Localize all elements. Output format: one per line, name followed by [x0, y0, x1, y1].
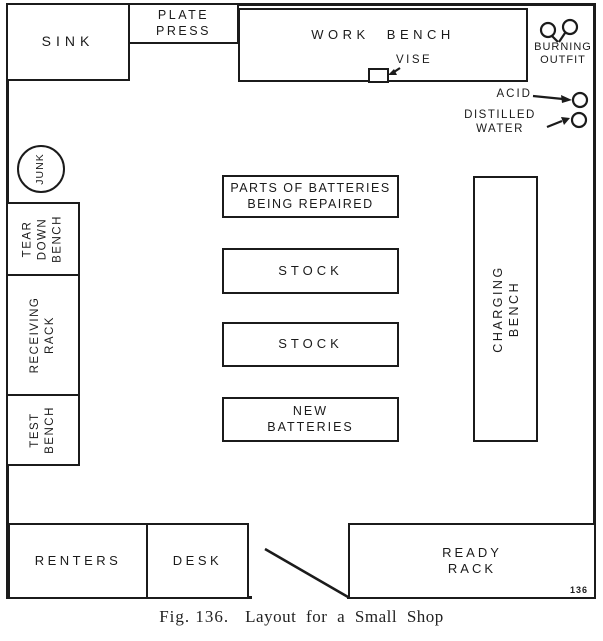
plate-press-box: PLATE PRESS [128, 3, 239, 44]
wall-right [593, 3, 596, 599]
charging-bench-label: CHARGING BENCH [490, 265, 521, 353]
ready-rack-box: READY RACK 136 [348, 523, 596, 599]
door-swing-line [264, 547, 349, 599]
plate-number: 136 [569, 585, 588, 595]
acid-bottle-icon [571, 91, 589, 109]
desk-label: DESK [172, 552, 223, 568]
junk-label: JUNK [34, 153, 47, 185]
stock-upper-label: STOCK [278, 262, 343, 278]
desk-box: DESK [146, 523, 249, 599]
stock-lower-label: STOCK [278, 336, 343, 352]
wall-top [6, 3, 596, 6]
acid-arrow [532, 94, 572, 103]
plate-press-label: PLATE PRESS [156, 7, 211, 38]
junk-barrel: JUNK [17, 145, 65, 193]
test-bench-box: TEST BENCH [6, 394, 80, 466]
renters-box: RENTERS [8, 523, 148, 599]
work-bench-label: WORK BENCH [311, 27, 455, 42]
figure-caption: Fig. 136. Layout for a Small Shop [0, 607, 603, 627]
charging-bench-box: CHARGING BENCH [473, 176, 538, 442]
burning-outfit-label: BURNING OUTFIT [534, 41, 592, 67]
distilled-water-label: DISTILLED WATER [464, 109, 536, 135]
tear-down-bench-box: TEAR DOWN BENCH [6, 202, 80, 276]
test-bench-label: TEST BENCH [29, 406, 56, 454]
new-batteries-box: NEW BATTERIES [222, 397, 399, 442]
tear-down-bench-label: TEAR DOWN BENCH [21, 215, 64, 263]
sink-label: SINK [41, 33, 95, 50]
parts-of-batteries-label: PARTS OF BATTERIES BEING REPAIRED [230, 180, 391, 211]
fig-title: Layout for a Small Shop [245, 607, 444, 626]
distilled-water-bottle-icon [570, 111, 588, 129]
ready-rack-label: READY RACK [442, 544, 502, 576]
renters-label: RENTERS [34, 552, 122, 568]
new-batteries-label: NEW BATTERIES [267, 403, 354, 434]
fig-label: Fig. 136. [159, 607, 230, 626]
vise-label: VISE [396, 54, 433, 66]
stock-lower-box: STOCK [222, 322, 399, 367]
receiving-rack-label: RECEIVING RACK [29, 296, 56, 374]
receiving-rack-box: RECEIVING RACK [6, 274, 80, 396]
parts-of-batteries-box: PARTS OF BATTERIES BEING REPAIRED [222, 175, 399, 218]
stock-upper-box: STOCK [222, 248, 399, 294]
burning-outfit-icon [539, 18, 579, 43]
distilled-water-arrow [546, 117, 570, 129]
sink-box: SINK [6, 3, 130, 81]
acid-label: ACID [496, 88, 532, 100]
vise-block [368, 68, 389, 83]
